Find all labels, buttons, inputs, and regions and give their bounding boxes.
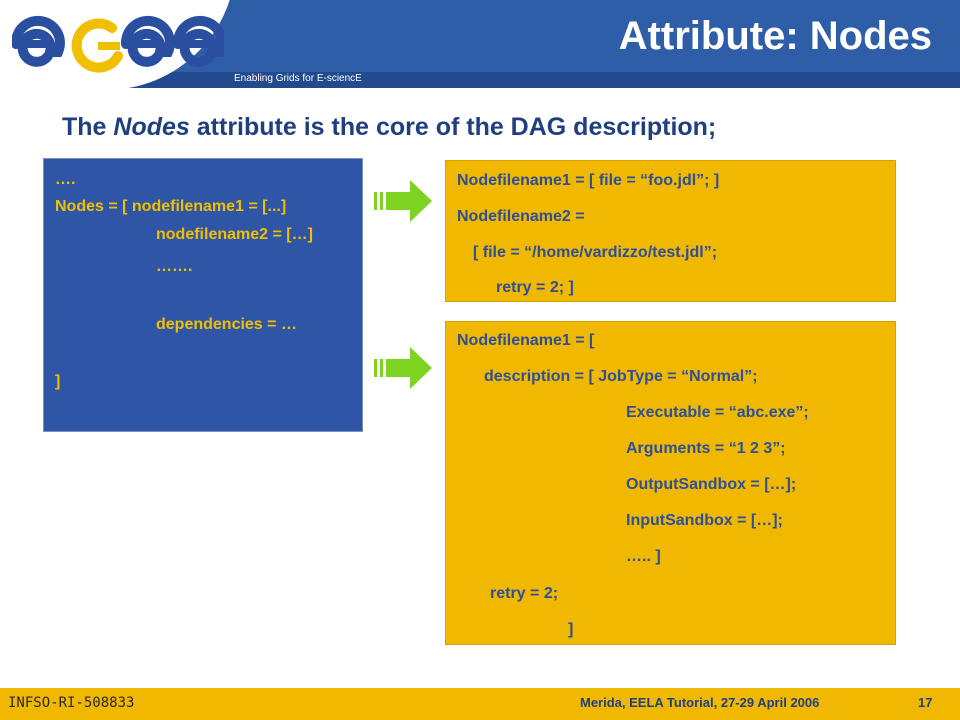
slide-header: Enabling Grids for E-sciencE Attribute: …: [0, 0, 960, 90]
slide-subtitle: The Nodes attribute is the core of the D…: [62, 113, 716, 142]
code-line: description = [ JobType = “Normal”;: [484, 368, 758, 385]
page-number: 17: [918, 695, 933, 710]
slide-title: Attribute: Nodes: [618, 14, 932, 58]
code-line: InputSandbox = […];: [626, 512, 783, 529]
code-line: Arguments = “1 2 3”;: [626, 440, 786, 457]
footer-project-id: INFSO-RI-508833: [8, 695, 135, 711]
code-line: ….: [55, 171, 76, 188]
subtitle-suffix: attribute is the core of the DAG descrip…: [189, 113, 717, 141]
code-line: ]: [568, 621, 574, 638]
code-line: ]: [55, 373, 61, 390]
code-line: Executable = “abc.exe”;: [626, 404, 809, 421]
footer-event: Merida, EELA Tutorial, 27-29 April 2006: [580, 695, 820, 710]
code-line: Nodefilename1 = [: [457, 332, 595, 349]
code-line: dependencies = …: [156, 316, 297, 333]
code-line: …….: [156, 258, 193, 275]
code-line: ….. ]: [626, 548, 661, 565]
file-node-example-box: Nodefilename1 = [ file = “foo.jdl”; ] No…: [445, 160, 896, 302]
subtitle-emphasis: Nodes: [113, 113, 190, 141]
code-line: Nodefilename2 =: [457, 208, 585, 225]
code-line: [ file = “/home/vardizzo/test.jdl”;: [473, 244, 718, 261]
logo-tagline: Enabling Grids for E-sciencE: [234, 73, 362, 84]
code-line: OutputSandbox = […];: [626, 476, 797, 493]
code-line: retry = 2; ]: [496, 279, 574, 296]
code-line: Nodefilename1 = [ file = “foo.jdl”; ]: [457, 172, 720, 189]
description-node-example-box: Nodefilename1 = [ description = [ JobTyp…: [445, 321, 896, 645]
logo-letter-e2: [120, 15, 175, 67]
code-line: nodefilename2 = […]: [156, 226, 313, 243]
code-line: retry = 2;: [490, 585, 559, 602]
logo-letter-e1: [12, 15, 65, 67]
slide-footer: INFSO-RI-508833 Merida, EELA Tutorial, 2…: [0, 688, 960, 720]
code-line: Nodes = [ nodefilename1 = [...]: [55, 198, 287, 215]
right-arrow-icon: [374, 180, 432, 222]
right-arrow-icon: [374, 347, 432, 389]
logo-letter-g: [71, 18, 123, 73]
logo-letter-e3: [172, 15, 224, 67]
egee-logo: [12, 15, 224, 73]
header-stripe: [0, 72, 960, 88]
subtitle-prefix: The: [62, 113, 114, 141]
nodes-syntax-box: …. Nodes = [ nodefilename1 = [...] nodef…: [43, 158, 363, 432]
